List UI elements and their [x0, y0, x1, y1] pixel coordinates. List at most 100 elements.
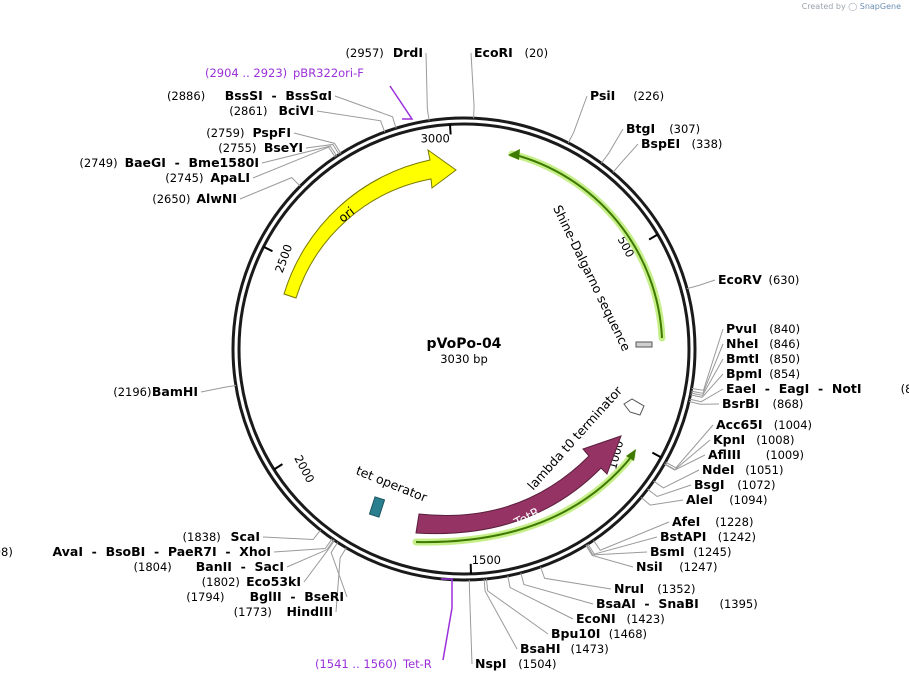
- site-name-acc65i[interactable]: Acc65I: [716, 417, 763, 432]
- site-name-bsrbi[interactable]: BsrBI: [722, 396, 759, 411]
- leader-line-bstapi: [587, 536, 658, 555]
- site-name-alei[interactable]: AleI: [686, 492, 713, 507]
- site-name-pvui[interactable]: PvuI: [726, 321, 757, 336]
- site-name-alwni[interactable]: AlwNI: [196, 191, 237, 206]
- tetr-feature-arrow[interactable]: [415, 435, 622, 535]
- leader-line-apali: [252, 146, 336, 179]
- site-name-btgi[interactable]: BtgI: [626, 121, 655, 136]
- leader-line-nhei: [691, 343, 724, 394]
- site-position-bspei: (338): [692, 137, 723, 151]
- site-name-bstapi[interactable]: BstAPI: [660, 529, 706, 544]
- site-name-ndei[interactable]: NdeI: [702, 462, 735, 477]
- plasmid-length: 3030 bp: [440, 352, 488, 366]
- site-position-bglii: (1794): [186, 590, 224, 604]
- leader-line-pspfi: [293, 132, 342, 154]
- site-name-psii[interactable]: PsiI: [590, 88, 615, 103]
- site-position-bmti: (850): [769, 352, 800, 366]
- site-position-nspi: (1504): [518, 657, 556, 671]
- site-name-nrui[interactable]: NruI: [614, 581, 644, 596]
- leader-line-afliii: [664, 454, 706, 471]
- site-name-nsii[interactable]: NsiI: [636, 559, 663, 574]
- site-name-hindiii[interactable]: HindIII: [286, 604, 333, 619]
- leader-line-econi: [507, 575, 574, 620]
- site-name-bsgi[interactable]: BsgI: [694, 477, 725, 492]
- leader-line-nrui: [540, 566, 612, 590]
- leader-line-eco53ki: [303, 540, 335, 583]
- pbr322ori-f-primer-icon: [389, 85, 414, 120]
- site-name-kpni[interactable]: KpnI: [713, 432, 745, 447]
- leader-line-afei: [593, 521, 670, 551]
- leader-line-bsssi: [334, 95, 397, 129]
- leader-line-alei: [640, 497, 684, 506]
- tet-operator-label: tet operator: [354, 463, 430, 505]
- site-name-banii[interactable]: BanII - SacI: [196, 559, 284, 574]
- small-grey-feature: [635, 341, 653, 348]
- leader-line-alwni: [239, 177, 301, 200]
- site-name-scai[interactable]: ScaI: [231, 529, 261, 544]
- leader-line-baegi: [261, 145, 338, 164]
- site-name-eco53ki[interactable]: Eco53kI: [246, 574, 301, 589]
- site-name-afliii[interactable]: AflIII: [708, 447, 741, 462]
- site-name-bglii[interactable]: BglII - BseRI: [250, 589, 344, 604]
- lambda-t0-arrowhead-icon: [626, 449, 636, 461]
- site-name-bsahi[interactable]: BsaHI: [520, 641, 561, 656]
- small-white-arrow-feature: [623, 398, 645, 416]
- restriction-site-labels: EcoRI(20)PsiI(226)BtgI(307)BspEI(338)Eco…: [0, 45, 909, 671]
- site-name-bamhi[interactable]: BamHI: [152, 384, 198, 399]
- site-name-bsmi[interactable]: BsmI: [650, 544, 685, 559]
- backbone-inner: [237, 122, 691, 576]
- shine-dalgarno-feature[interactable]: [508, 150, 666, 342]
- site-name-nhei[interactable]: NheI: [726, 336, 759, 351]
- pbr322ori-f-label: pBR322ori-F: [293, 66, 364, 80]
- site-position-acc65i: (1004): [774, 418, 812, 432]
- site-name-econi[interactable]: EcoNI: [576, 611, 616, 626]
- site-position-ecorv: (630): [769, 273, 800, 287]
- site-name-ecori[interactable]: EcoRI: [474, 45, 513, 60]
- site-name-apali[interactable]: ApaLI: [210, 170, 250, 185]
- leader-line-psii: [567, 95, 588, 144]
- site-name-ecorv[interactable]: EcoRV: [718, 272, 762, 287]
- lambda-t0-terminator-line: [415, 455, 633, 544]
- site-name-bcivi[interactable]: BciVI: [278, 103, 314, 118]
- tet-operator-feature[interactable]: [368, 496, 386, 518]
- site-position-bsaai: (1395): [720, 597, 758, 611]
- site-position-nrui: (1352): [657, 582, 695, 596]
- site-name-bsaai[interactable]: BsaAI - SnaBI: [596, 596, 699, 611]
- leader-line-acc65i: [665, 424, 714, 469]
- site-name-pspfi[interactable]: PspFI: [252, 125, 291, 140]
- leader-line-drdi: [425, 52, 430, 121]
- site-name-bpmi[interactable]: BpmI: [726, 366, 762, 381]
- site-position-hindiii: (1773): [234, 605, 272, 619]
- site-name-bsssi[interactable]: BssSI - BssSαI: [225, 88, 332, 103]
- site-name-baegi[interactable]: BaeGI - Bme1580I: [125, 155, 259, 170]
- tick-label-2000: 2000: [291, 453, 317, 485]
- site-name-avai[interactable]: AvaI - BsoBI - PaeR7I - XhoI: [53, 544, 271, 559]
- site-position-bsssi: (2886): [167, 89, 205, 103]
- site-position-pspfi: (2759): [206, 126, 244, 140]
- leader-line-hindiii: [335, 547, 347, 613]
- site-name-bspei[interactable]: BspEI: [641, 136, 680, 151]
- leader-line-bsahi: [483, 579, 518, 650]
- site-position-bseyi: (2755): [218, 141, 256, 155]
- leader-line-scai: [262, 529, 321, 541]
- site-name-bpu10i[interactable]: Bpu10I: [551, 626, 600, 641]
- site-position-kpni: (1008): [756, 433, 794, 447]
- site-position-ndei: (1051): [745, 463, 783, 477]
- site-name-drdi[interactable]: DrdI: [393, 45, 423, 60]
- site-name-eaei[interactable]: EaeI - EagI - NotI: [726, 381, 862, 396]
- leader-line-bsaai: [520, 572, 594, 605]
- leader-line-nspi: [468, 579, 473, 665]
- feature-layer: [283, 148, 666, 546]
- ori-feature-arrow[interactable]: [283, 148, 457, 299]
- site-name-bseyi[interactable]: BseYI: [264, 140, 303, 155]
- leader-line-bsmi: [586, 544, 648, 556]
- tick-mark-2000: [273, 463, 283, 471]
- site-position-bstapi: (1242): [718, 530, 756, 544]
- site-name-afei[interactable]: AfeI: [672, 514, 700, 529]
- leader-line-avai: [273, 538, 333, 553]
- site-name-bmti[interactable]: BmtI: [726, 351, 759, 366]
- tick-label-1500: 1500: [472, 553, 501, 567]
- site-name-nspi[interactable]: NspI: [475, 656, 507, 671]
- pbr322ori-f-range: (2904 .. 2923): [205, 66, 287, 80]
